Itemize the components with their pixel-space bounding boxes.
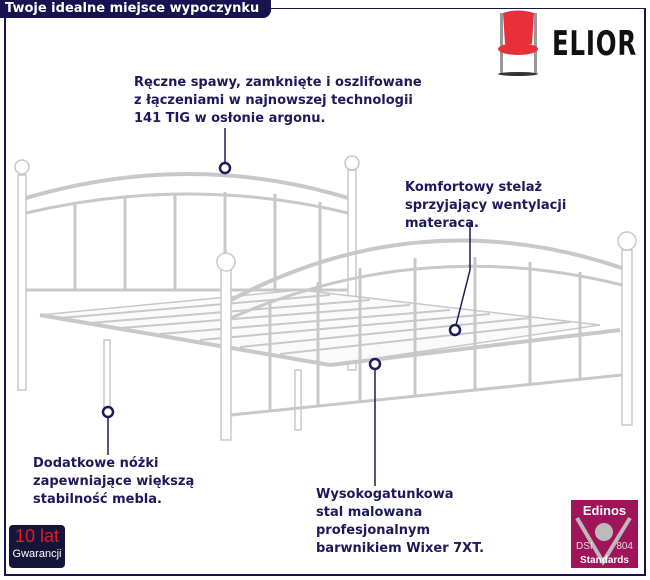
warranty-label: Gwarancji — [12, 548, 62, 560]
footboard-post-left — [220, 269, 232, 441]
certificate-right: 804 — [616, 541, 633, 552]
warranty-years: 10 lat — [14, 526, 60, 546]
marker-legs — [101, 405, 115, 419]
certificate-bottom: Standards — [580, 555, 629, 566]
warranty-badge: 10 lat Gwarancji — [9, 525, 65, 568]
header-title: Twoje idealne miejsce wypoczynku — [0, 0, 272, 18]
certificate-name: Edinos — [582, 503, 627, 518]
chair-logo-icon — [498, 10, 538, 76]
headboard-post-left — [17, 174, 27, 391]
certificate-v-icon — [575, 516, 632, 566]
certificate-left: DSI — [576, 541, 593, 552]
footboard-post-right — [621, 249, 633, 426]
certificate-badge: Edinos DSI 804 Standards — [571, 500, 638, 568]
marker-frame — [448, 323, 462, 337]
callout-welds: Ręczne spawy, zamknięte i oszlifowane z … — [134, 75, 422, 126]
frame-border — [4, 8, 646, 576]
brand-logo: ELIOR — [552, 24, 638, 64]
callout-steel: Wysokogatunkowa stal malowana profesjona… — [316, 487, 485, 556]
marker-steel — [368, 357, 382, 371]
callout-legs: Dodatkowe nóżki zapewniające większą sta… — [33, 456, 195, 507]
marker-welds — [218, 161, 232, 175]
callout-frame: Komfortowy stelaż sprzyjający wentylacji… — [405, 180, 567, 231]
